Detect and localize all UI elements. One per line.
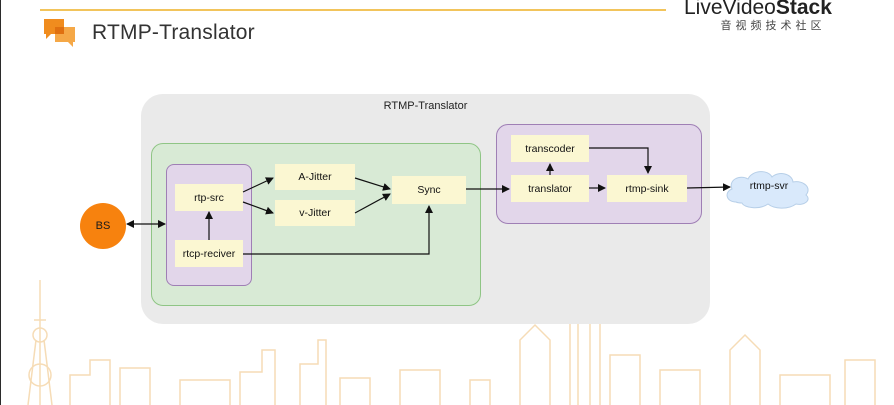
left-border: [0, 0, 1, 405]
node-translator: translator: [511, 175, 589, 202]
node-rtmp-svr: rtmp-svr: [749, 180, 789, 192]
node-sync: Sync: [392, 176, 466, 204]
city-skyline-watermark: [27, 280, 876, 405]
node-a-jitter: A-Jitter: [275, 164, 355, 190]
logo-wordmark-suffix: Stack: [775, 0, 832, 19]
header-rule: [40, 9, 666, 11]
node-rtmp-sink: rtmp-sink: [607, 175, 687, 202]
logo-wordmark: LiveVideoStack: [684, 0, 832, 20]
slide-title: RTMP-Translator: [92, 21, 255, 44]
node-transcoder: transcoder: [511, 135, 589, 162]
brand-logo: LiveVideoStack 音视频技术社区: [684, 0, 864, 36]
node-v-jitter: v-Jitter: [275, 200, 355, 226]
rtmp-translator-group-label: RTMP-Translator: [383, 100, 468, 112]
rtp-source-group: [166, 164, 252, 286]
cloud-shape: [726, 171, 809, 209]
logo-wordmark-prefix: LiveVideo: [684, 0, 776, 19]
chat-bubble-icon: [44, 19, 75, 47]
node-bs: BS: [80, 203, 126, 249]
logo-subtitle: 音视频技术社区: [720, 20, 826, 32]
node-rtp-src: rtp-src: [175, 184, 243, 211]
node-rtcp-reciver: rtcp-reciver: [175, 240, 243, 267]
